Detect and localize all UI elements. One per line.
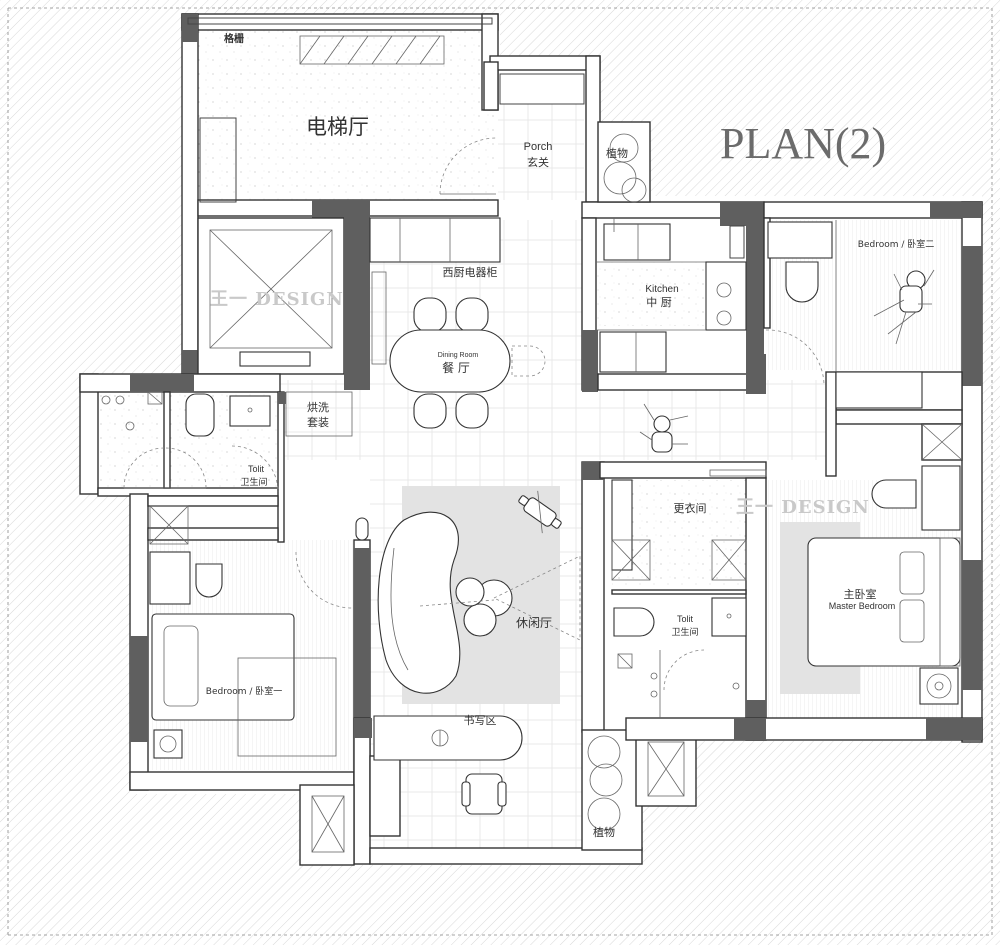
label-master-en: Master Bedroom — [829, 601, 896, 611]
grille — [299, 35, 445, 65]
planter-top — [597, 121, 651, 203]
label-dining-en: Dining Room — [438, 352, 479, 359]
watermark-right: 王一 DESIGN — [736, 497, 870, 518]
lounge-fixtures — [377, 486, 581, 704]
label-kitchen-cn: 中 厨 — [646, 296, 672, 309]
label-toilet-right-en: Tolit — [677, 614, 694, 624]
left-toilet-fixtures — [101, 391, 353, 493]
bedroom1-fixtures — [149, 505, 369, 759]
label-master-cn: 主卧室 — [844, 587, 877, 601]
right-toilet-fixtures — [611, 589, 747, 718]
label-dining-cn: 餐 厅 — [442, 360, 470, 375]
bedroom2-fixtures — [765, 220, 935, 409]
planter-bottom — [587, 735, 623, 831]
label-lounge: 休闲厅 — [516, 616, 552, 630]
walls — [79, 13, 983, 866]
label-laundry-1: 烘洗 — [307, 400, 329, 414]
label-kitchen-en: Kitchen — [645, 284, 678, 295]
dining-table — [389, 297, 546, 429]
label-plants-bottom: 植物 — [593, 825, 615, 839]
kitchen-fixtures — [596, 218, 747, 373]
watermark-left: 王一 DESIGN — [210, 289, 344, 310]
dressing-fixtures — [611, 469, 767, 581]
label-porch-en: Porch — [524, 141, 553, 153]
label-western-kitchen-cabinet: 西厨电器柜 — [443, 266, 498, 279]
plan-title: PLAN(2) — [720, 119, 886, 168]
label-toilet-left-cn: 卫生间 — [240, 476, 267, 488]
entry-door-swing — [439, 137, 497, 195]
dressing-floor — [612, 480, 746, 590]
lift-hall-floor — [198, 30, 498, 200]
walking-figure — [639, 403, 689, 453]
label-bedroom1: Bedroom / 卧室一 — [206, 685, 282, 697]
label-grille: 格栅 — [224, 32, 244, 45]
label-study: 书写区 — [464, 714, 497, 727]
label-plants-top: 植物 — [606, 146, 628, 160]
label-laundry-2: 套装 — [307, 416, 329, 429]
master-fixtures — [780, 465, 961, 705]
western-kitchen-cabinet — [369, 217, 501, 365]
label-porch-cn: 玄关 — [527, 155, 549, 169]
kitchen-floor — [596, 262, 706, 326]
label-toilet-left-en: Tolit — [248, 464, 265, 474]
lift-hall-bench — [199, 117, 237, 203]
label-bedroom2: Bedroom / 卧室二 — [858, 238, 934, 250]
corridor-floor — [280, 380, 830, 460]
label-toilet-right-cn: 卫生间 — [671, 626, 698, 638]
porch-floor — [498, 104, 584, 200]
label-dressing: 更衣间 — [674, 501, 707, 515]
study-fixtures — [373, 715, 523, 815]
label-lift-hall: 电梯厅 — [306, 115, 369, 139]
